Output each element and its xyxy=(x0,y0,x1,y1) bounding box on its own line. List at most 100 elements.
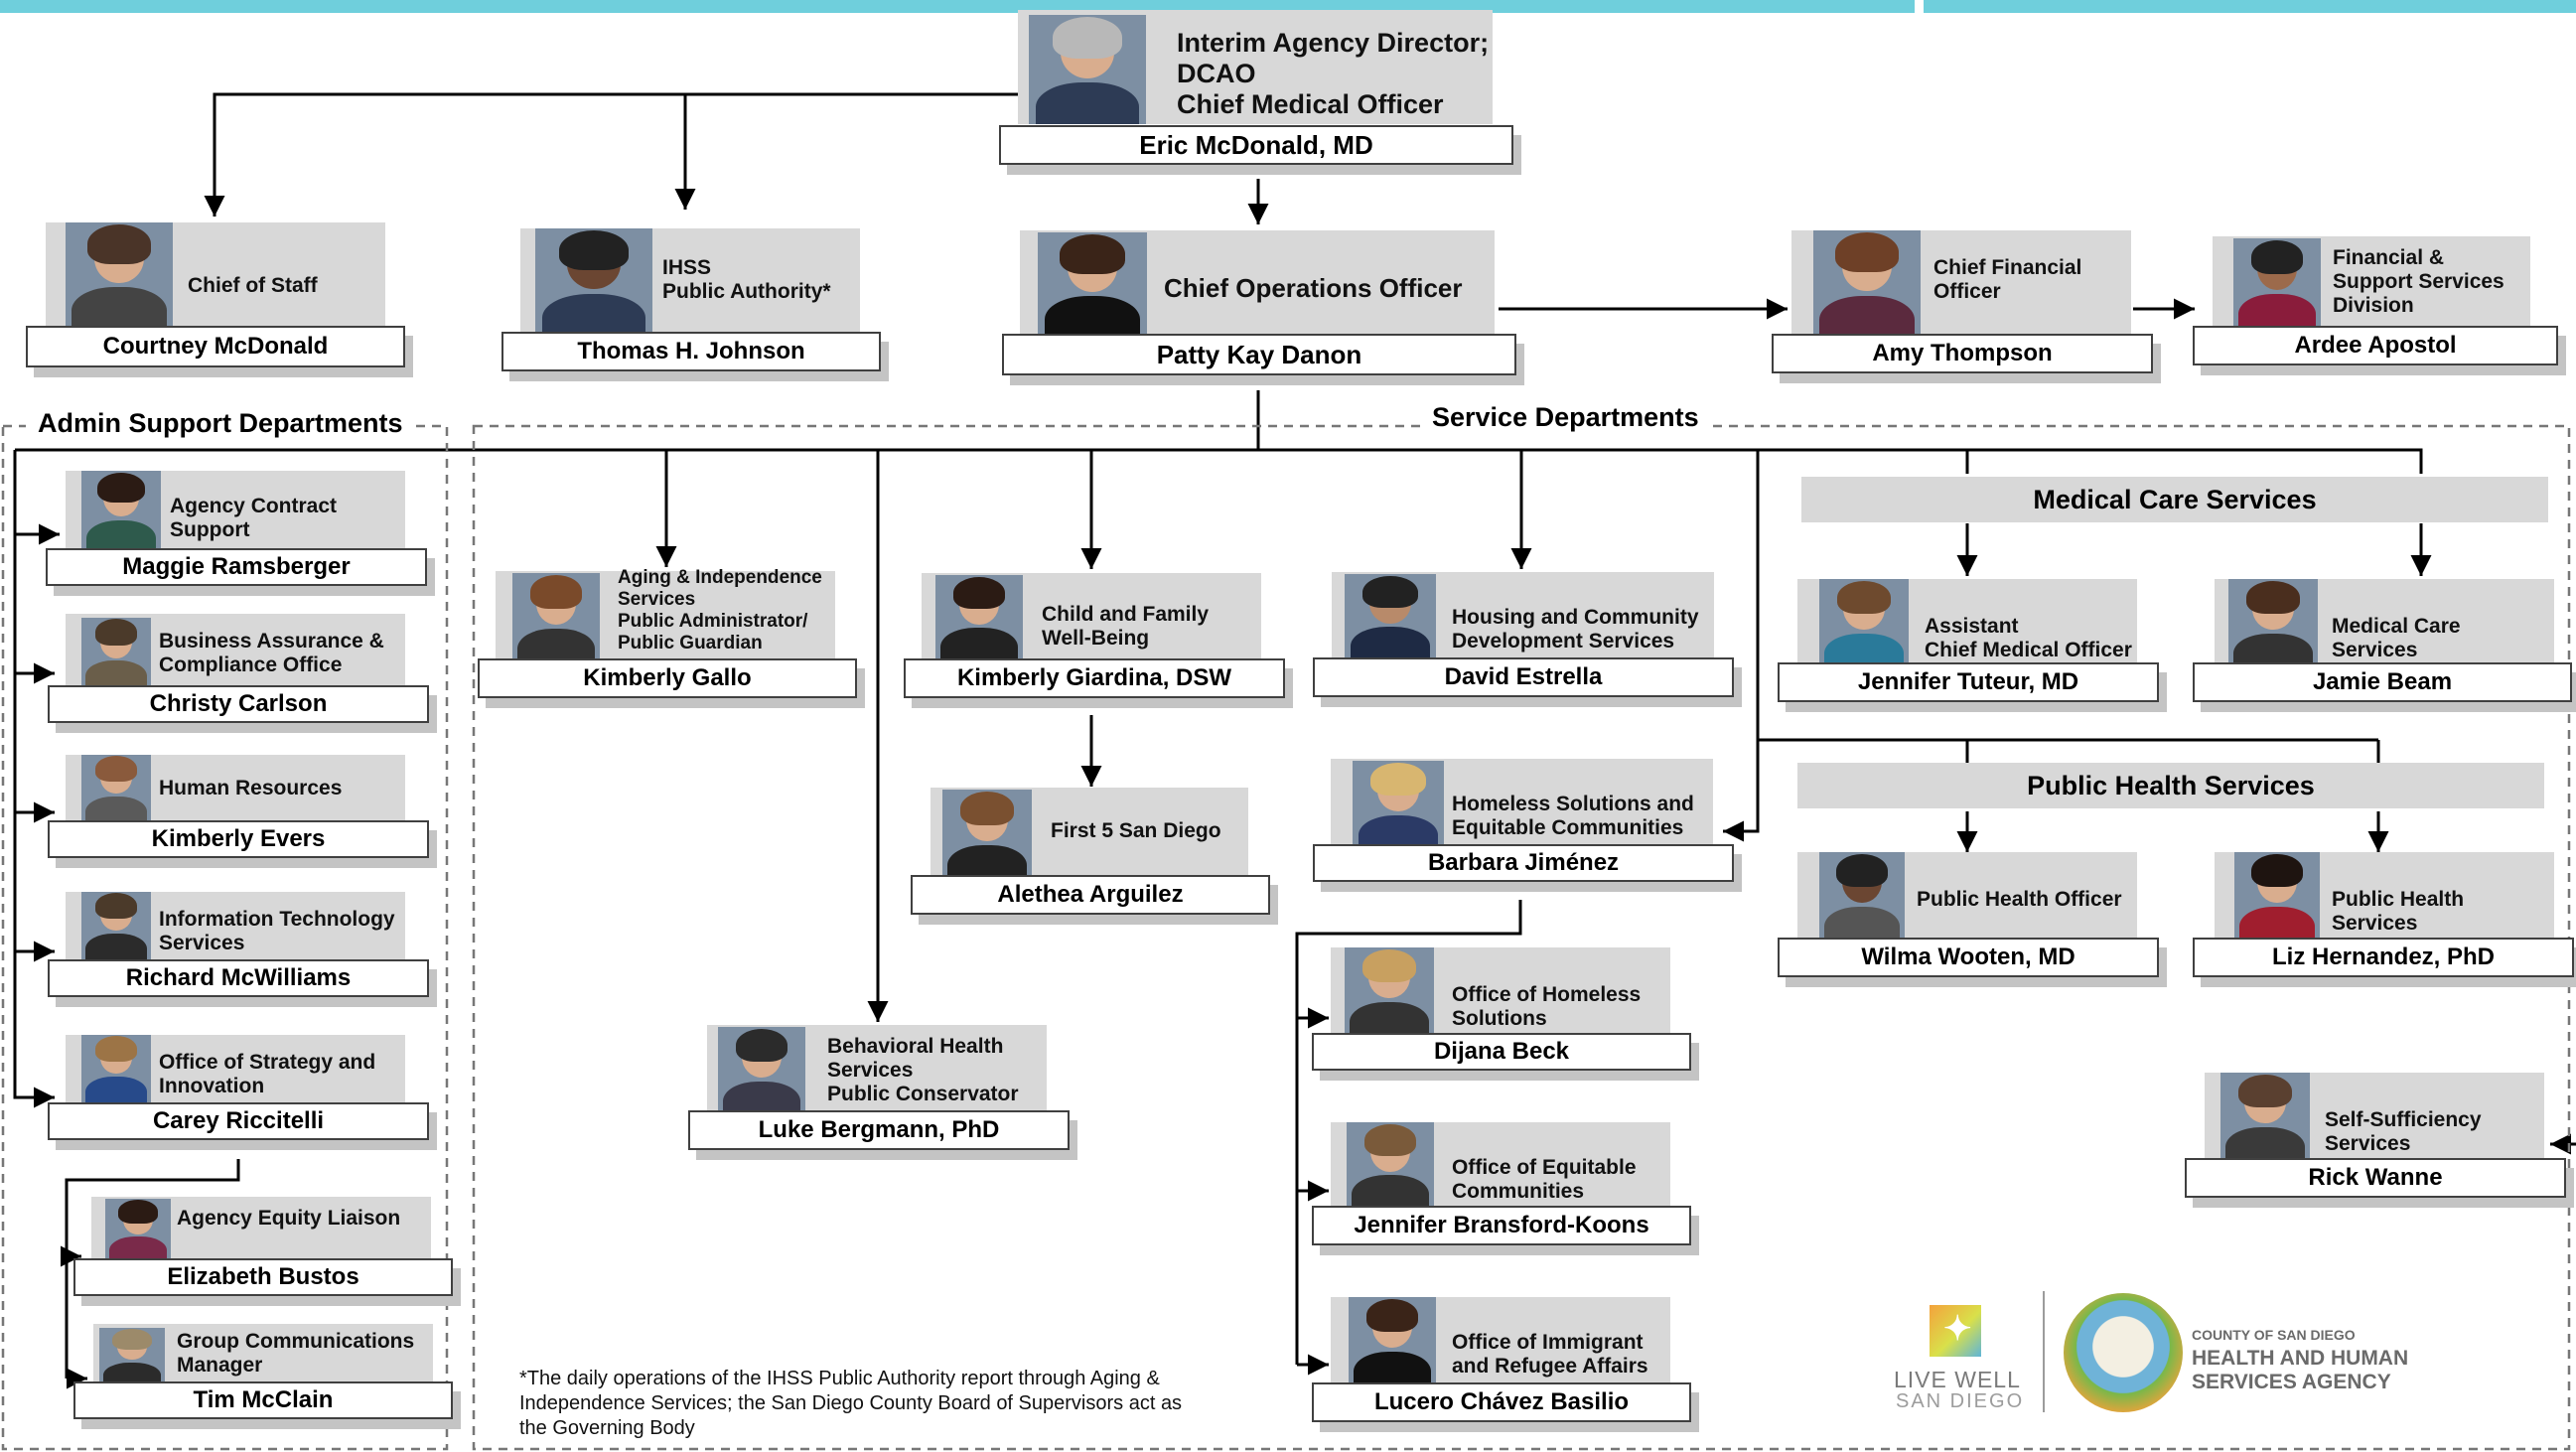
equitable-office-title: Office of Equitable Communities xyxy=(1452,1156,1637,1204)
photo-lucero-chavez-basilio xyxy=(1349,1297,1436,1384)
footnote: *The daily operations of the IHSS Public… xyxy=(519,1368,1183,1439)
behavioral-title: Behavioral Health Services Public Conser… xyxy=(827,1035,1019,1106)
photo-liz-hernandez xyxy=(2234,852,2320,940)
immigrant-office-title: Office of Immigrant and Refugee Affairs xyxy=(1452,1331,1648,1379)
housing-title: Housing and Community Development Servic… xyxy=(1452,606,1699,653)
card-aging-independence: Aging & Independence Services Public Adm… xyxy=(478,567,873,710)
card-public-health-services: Public Health Services Liz Hernandez, Ph… xyxy=(2193,852,2574,991)
behavioral-name: Luke Bergmann, PhD xyxy=(688,1110,1070,1150)
finance-division-title: Financial & Support Services Division xyxy=(2333,246,2504,318)
ihss-title: IHSS Public Authority* xyxy=(662,256,831,304)
card-homeless-office: Office of Homeless Solutions Dijana Beck xyxy=(1312,947,1708,1077)
card-finance-division: Financial & Support Services Division Ar… xyxy=(2193,236,2558,375)
photo-thomas-johnson xyxy=(535,228,652,334)
public-health-services-name: Liz Hernandez, PhD xyxy=(2193,938,2574,977)
homeless-office-name: Dijana Beck xyxy=(1312,1033,1691,1071)
service-departments-label: Service Departments xyxy=(1420,401,1711,433)
admin-item-name: Carey Riccitelli xyxy=(48,1102,429,1140)
admin-item-title: Information Technology Services xyxy=(159,908,395,955)
card-strategy-innovation: Office of Strategy and Innovation Carey … xyxy=(48,1035,433,1159)
card-child-family: Child and Family Well-Being Kimberly Gia… xyxy=(904,573,1299,712)
public-health-officer-title: Public Health Officer xyxy=(1917,888,2122,911)
admin-item-name: Tim McClain xyxy=(73,1381,453,1419)
card-immigrant-office: Office of Immigrant and Refugee Affairs … xyxy=(1312,1297,1708,1426)
admin-item-name: Maggie Ramsberger xyxy=(46,548,427,586)
first5-title: First 5 San Diego xyxy=(1051,819,1221,842)
photo-carey-riccitelli xyxy=(81,1035,151,1102)
card-housing-community: Housing and Community Development Servic… xyxy=(1313,572,1739,711)
photo-kimberly-giardina xyxy=(935,575,1023,660)
assistant-cmo-title: Assistant Chief Medical Officer xyxy=(1925,615,2132,662)
admin-item-title: Agency Equity Liaison xyxy=(177,1207,401,1230)
finance-division-name: Ardee Apostol xyxy=(2193,326,2558,365)
card-agency-director: Interim Agency Director; DCAO Chief Medi… xyxy=(999,10,1513,169)
live-well-san-diego-logo: ✦ LIVE WELL SAN DIEGO xyxy=(1892,1303,2031,1412)
self-sufficiency-name: Rick Wanne xyxy=(2185,1158,2566,1198)
photo-rick-wanne xyxy=(2220,1073,2310,1160)
photo-wilma-wooten xyxy=(1819,852,1905,940)
medical-care-header: Medical Care Services xyxy=(1801,477,2548,522)
photo-kimberly-gallo xyxy=(512,573,600,662)
live-well-line2: SAN DIEGO xyxy=(1896,1390,2025,1412)
card-information-technology: Information Technology Services Richard … xyxy=(48,892,433,1016)
public-health-header: Public Health Services xyxy=(1797,763,2544,808)
card-equitable-office: Office of Equitable Communities Jennifer… xyxy=(1312,1122,1708,1251)
card-behavioral-health: Behavioral Health Services Public Conser… xyxy=(688,1025,1084,1164)
admin-item-title: Group Communications Manager xyxy=(177,1330,415,1378)
photo-eric-mcdonald xyxy=(1029,15,1146,124)
admin-item-name: Elizabeth Bustos xyxy=(73,1258,453,1296)
photo-jamie-beam xyxy=(2228,579,2318,666)
logo-divider xyxy=(2043,1291,2045,1412)
public-health-officer-name: Wilma Wooten, MD xyxy=(1778,938,2159,977)
medical-care-services-title: Medical Care Services xyxy=(2332,615,2461,662)
director-name: Eric McDonald, MD xyxy=(999,125,1513,165)
photo-ardee-apostol xyxy=(2233,238,2321,328)
card-coo: Chief Operations Officer Patty Kay Danon xyxy=(1002,230,1516,389)
photo-barbara-jimenez xyxy=(1353,761,1444,848)
cfo-title: Chief Financial Officer xyxy=(1933,256,2082,304)
aging-name: Kimberly Gallo xyxy=(478,658,857,698)
homeless-office-title: Office of Homeless Solutions xyxy=(1452,983,1642,1031)
director-title: Interim Agency Director; DCAO Chief Medi… xyxy=(1177,28,1490,120)
photo-courtney-mcdonald xyxy=(66,222,173,327)
photo-tim-mcclain xyxy=(99,1328,165,1383)
photo-alethea-arguilez xyxy=(942,790,1032,879)
homeless-equitable-title: Homeless Solutions and Equitable Communi… xyxy=(1452,793,1694,840)
admin-item-name: Richard McWilliams xyxy=(48,959,429,997)
header-accent-bar-right xyxy=(1924,0,2576,13)
admin-support-label: Admin Support Departments xyxy=(26,407,415,439)
self-sufficiency-title: Self-Sufficiency Services xyxy=(2325,1108,2482,1156)
first5-name: Alethea Arguilez xyxy=(911,875,1270,915)
homeless-equitable-name: Barbara Jiménez xyxy=(1313,844,1734,882)
card-ihss: IHSS Public Authority* Thomas H. Johnson xyxy=(501,228,888,377)
hhsa-line3: SERVICES AGENCY xyxy=(2192,1371,2391,1393)
photo-richard-mcwilliams xyxy=(81,892,151,959)
photo-patty-kay-danon xyxy=(1038,232,1147,336)
hhsa-line1: COUNTY OF SAN DIEGO xyxy=(2192,1327,2356,1343)
photo-kimberly-evers xyxy=(81,755,151,822)
child-family-title: Child and Family Well-Being xyxy=(1042,603,1210,651)
chief-of-staff-name: Courtney McDonald xyxy=(26,326,405,367)
card-human-resources: Human Resources Kimberly Evers xyxy=(48,755,433,879)
admin-item-title: Business Assurance & Compliance Office xyxy=(159,630,384,677)
card-public-health-officer: Public Health Officer Wilma Wooten, MD xyxy=(1778,852,2185,991)
card-agency-contract-support: Agency Contract Support Maggie Ramsberge… xyxy=(46,471,433,595)
cfo-name: Amy Thompson xyxy=(1772,334,2153,373)
card-cfo: Chief Financial Officer Amy Thompson xyxy=(1772,230,2159,379)
photo-christy-carlson xyxy=(81,618,151,687)
chief-of-staff-title: Chief of Staff xyxy=(188,274,318,297)
public-health-services-title: Public Health Services xyxy=(2332,888,2465,936)
admin-item-name: Christy Carlson xyxy=(48,685,429,723)
photo-jennifer-tuteur xyxy=(1819,579,1909,666)
live-well-line1: LIVE WELL xyxy=(1894,1367,2021,1392)
card-homeless-equitable: Homeless Solutions and Equitable Communi… xyxy=(1313,759,1738,898)
coo-name: Patty Kay Danon xyxy=(1002,334,1516,375)
card-medical-care-services: Medical Care Services Jamie Beam xyxy=(2193,579,2572,718)
card-group-communications: Group Communications Manager Tim McClain xyxy=(73,1324,461,1433)
aging-title: Aging & Independence Services Public Adm… xyxy=(618,567,822,653)
admin-item-title: Human Resources xyxy=(159,777,343,799)
photo-jennifer-bransford-koons xyxy=(1347,1122,1434,1208)
equitable-office-name: Jennifer Bransford-Koons xyxy=(1312,1206,1691,1245)
photo-dijana-beck xyxy=(1345,947,1434,1035)
photo-david-estrella xyxy=(1345,574,1436,659)
